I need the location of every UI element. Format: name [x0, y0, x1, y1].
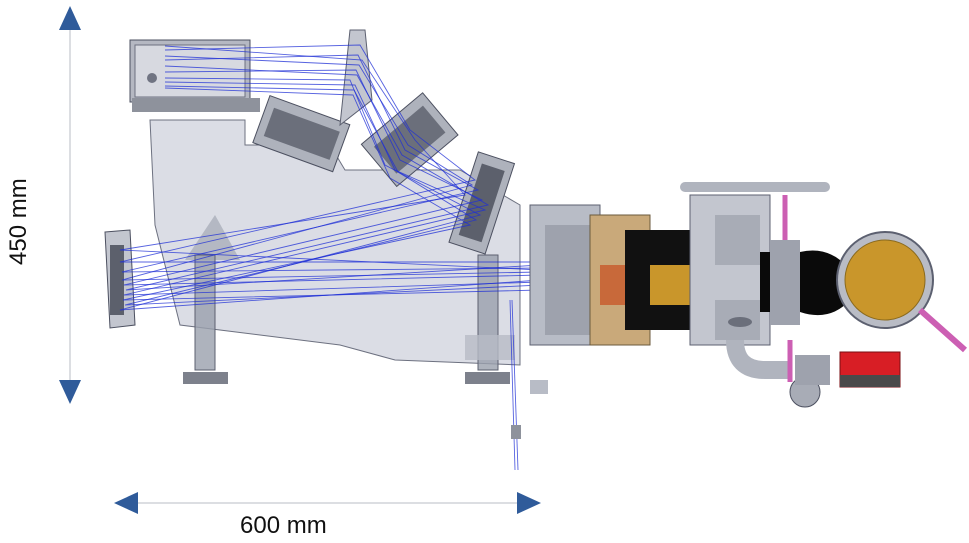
source-chamber [529, 204, 695, 346]
camera-lower [511, 425, 521, 439]
width-dimension [114, 492, 541, 514]
beam-paths [119, 44, 541, 471]
arrow-left-icon [114, 492, 138, 514]
small-block [530, 380, 548, 394]
arrow-right-icon [517, 492, 541, 514]
height-label: 450 mm [5, 178, 32, 265]
mirror-mount-top [339, 29, 373, 127]
grating-mount-1 [252, 95, 351, 173]
entrance-mirror-mount [104, 229, 136, 329]
grating-mount-2 [360, 92, 459, 188]
grating-mount-3 [448, 151, 516, 255]
pump-assembly [726, 339, 901, 408]
beamline [680, 182, 850, 346]
height-dimension [59, 6, 81, 404]
arrow-down-icon [59, 380, 81, 404]
detector-block [129, 39, 260, 112]
width-label: 600 mm [240, 512, 327, 539]
gold-port [836, 231, 967, 353]
main-housing [149, 119, 521, 384]
arrow-up-icon [59, 6, 81, 30]
